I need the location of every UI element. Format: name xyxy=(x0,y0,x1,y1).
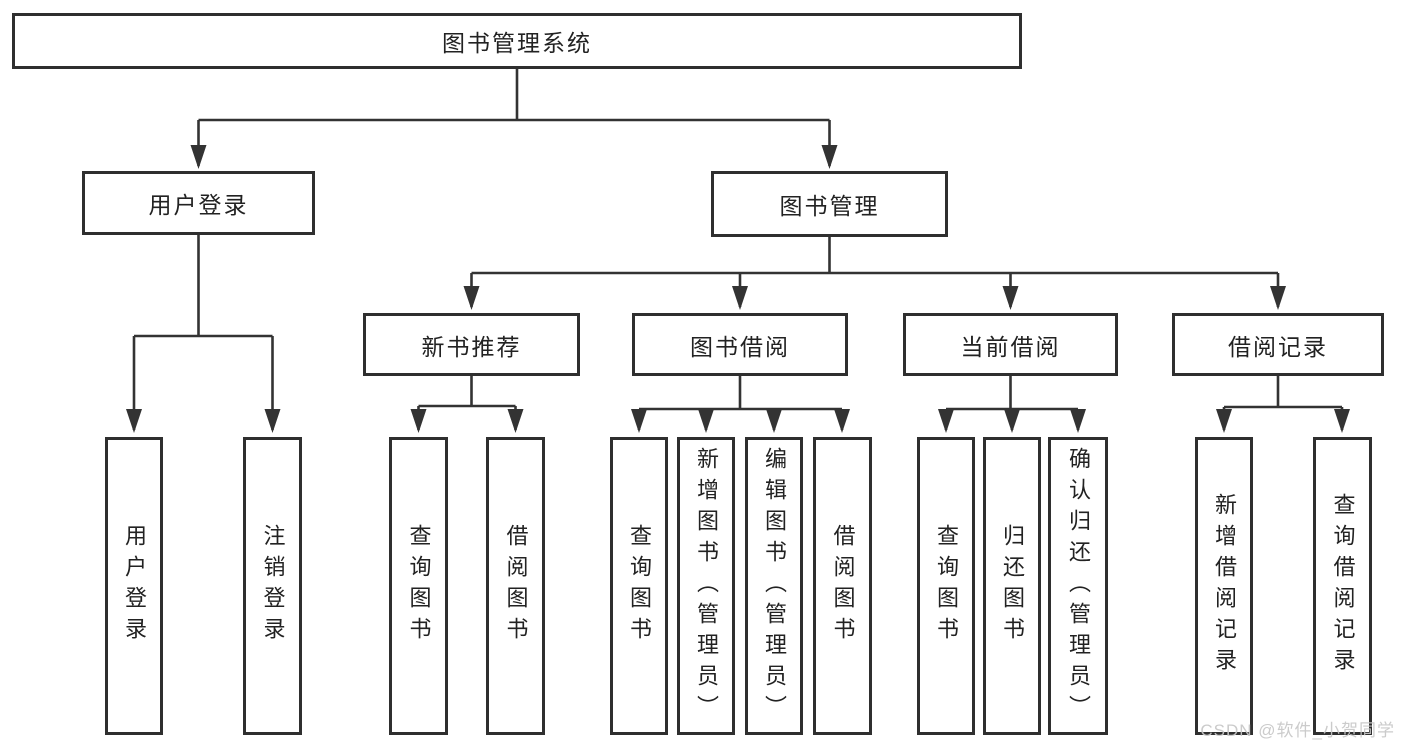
node-label: 新增借阅记录 xyxy=(1212,493,1237,679)
node-label: 借阅图书 xyxy=(503,524,529,648)
node-label: 编辑图书（管理员） xyxy=(762,446,787,726)
node-book-management: 图书管理 xyxy=(711,171,948,237)
node-leaf-cur-confirm-return-admin: 确认归还（管理员） xyxy=(1048,437,1108,735)
node-label: 新增图书（管理员） xyxy=(694,446,719,726)
edge-book-management-trunk xyxy=(471,237,1278,275)
node-label: 查询图书 xyxy=(406,524,432,648)
node-label: 用户登录 xyxy=(148,192,249,218)
edge-records-trunk xyxy=(1224,376,1342,409)
node-leaf-query-borrow-record: 查询借阅记录 xyxy=(1313,437,1372,735)
edge-borrowing-trunk xyxy=(639,376,842,411)
node-leaf-logout: 注销登录 xyxy=(243,437,302,735)
node-leaf-rec-query-books: 查询图书 xyxy=(389,437,448,735)
node-label: 新书推荐 xyxy=(421,333,522,360)
node-borrowing-records: 借阅记录 xyxy=(1172,313,1384,376)
node-label: 查询图书 xyxy=(627,524,652,648)
node-library-management-system: 图书管理系统 xyxy=(12,13,1022,69)
node-leaf-bor-edit-book-admin: 编辑图书（管理员） xyxy=(745,437,803,735)
edge-root-trunk xyxy=(198,69,830,122)
node-user-login: 用户登录 xyxy=(82,171,315,235)
node-label: 查询借阅记录 xyxy=(1330,493,1356,679)
node-leaf-bor-borrow-books: 借阅图书 xyxy=(813,437,872,735)
node-leaf-user-login: 用户登录 xyxy=(105,437,163,735)
node-label: 用户登录 xyxy=(122,524,147,648)
node-leaf-add-borrow-record: 新增借阅记录 xyxy=(1195,437,1253,735)
node-current-borrowing: 当前借阅 xyxy=(903,313,1118,376)
node-label: 确认归还（管理员） xyxy=(1066,446,1091,726)
node-label: 当前借阅 xyxy=(960,333,1061,360)
csdn-watermark: CSDN @软件_小贺同学 xyxy=(1200,721,1395,740)
node-label: 图书借阅 xyxy=(690,333,790,360)
node-label: 归还图书 xyxy=(1000,524,1025,648)
node-label: 图书管理系统 xyxy=(442,30,592,56)
node-label: 查询图书 xyxy=(934,524,959,648)
node-leaf-rec-borrow-books: 借阅图书 xyxy=(486,437,545,735)
edge-current-trunk xyxy=(946,376,1078,411)
node-leaf-bor-query-books: 查询图书 xyxy=(610,437,668,735)
node-label: 图书管理 xyxy=(779,193,880,219)
node-leaf-cur-return-books: 归还图书 xyxy=(983,437,1041,735)
node-label: 注销登录 xyxy=(260,524,286,648)
node-book-borrowing: 图书借阅 xyxy=(632,313,848,376)
node-new-book-recommendation: 新书推荐 xyxy=(363,313,580,376)
node-leaf-bor-add-book-admin: 新增图书（管理员） xyxy=(677,437,735,735)
node-leaf-cur-query-books: 查询图书 xyxy=(917,437,975,735)
node-label: 借阅图书 xyxy=(830,524,856,648)
edge-user-login-trunk xyxy=(134,235,273,338)
edge-recommendation-trunk xyxy=(418,376,516,408)
node-label: 借阅记录 xyxy=(1228,333,1328,360)
